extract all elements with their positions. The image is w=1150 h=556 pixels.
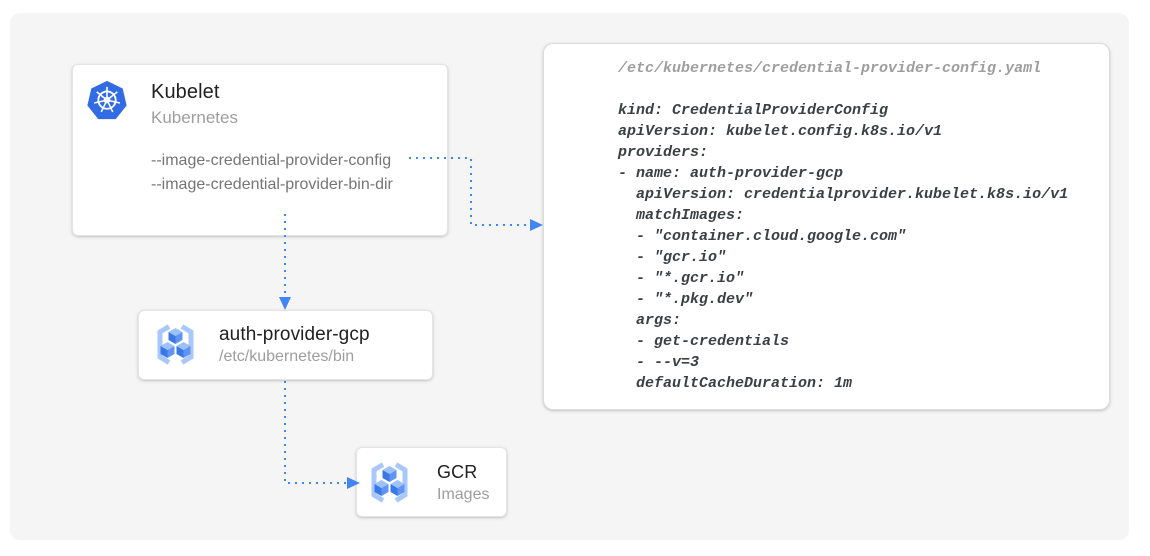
auth-provider-title: auth-provider-gcp	[219, 324, 370, 345]
config-yaml-code: /etc/kubernetes/credential-provider-conf…	[618, 58, 1097, 394]
config-line: - "container.cloud.google.com"	[618, 228, 907, 245]
kubelet-subtitle: Kubernetes	[151, 108, 238, 127]
kubelet-flag-bin-dir: --image-credential-provider-bin-dir	[151, 176, 393, 193]
kubelet-title: Kubelet	[151, 81, 220, 103]
config-line: args:	[618, 312, 682, 329]
config-line: - get-credentials	[618, 333, 790, 350]
auth-provider-path: /etc/kubernetes/bin	[219, 348, 355, 365]
kubelet-node: Kubelet Kubernetes --image-credential-pr…	[72, 64, 448, 236]
kubelet-flags: --image-credential-provider-config --ima…	[151, 149, 393, 197]
config-line: - name: auth-provider-gcp	[618, 165, 844, 182]
gcr-title: GCR	[437, 462, 478, 482]
config-line: - --v=3	[618, 354, 700, 371]
container-registry-icon	[371, 462, 408, 503]
credential-provider-config-panel: /etc/kubernetes/credential-provider-conf…	[543, 43, 1110, 410]
container-registry-icon	[157, 324, 194, 365]
gcr-node: GCR Images	[356, 447, 507, 517]
kubelet-flag-config: --image-credential-provider-config	[151, 152, 392, 169]
config-line: - "*.gcr.io"	[618, 270, 745, 287]
config-file-path: /etc/kubernetes/credential-provider-conf…	[618, 60, 1042, 77]
kubernetes-icon	[87, 80, 127, 120]
config-line: kind: CredentialProviderConfig	[618, 102, 889, 119]
config-line: matchImages:	[618, 207, 745, 224]
config-line: providers:	[618, 144, 709, 161]
config-line: apiVersion: kubelet.config.k8s.io/v1	[618, 123, 943, 140]
config-line: - "gcr.io"	[618, 249, 727, 266]
config-line: apiVersion: credentialprovider.kubelet.k…	[618, 186, 1069, 203]
config-line: - "*.pkg.dev"	[618, 291, 754, 308]
gcr-subtitle: Images	[437, 486, 490, 503]
auth-provider-gcp-node: auth-provider-gcp /etc/kubernetes/bin	[138, 310, 433, 380]
config-line: defaultCacheDuration: 1m	[618, 375, 853, 392]
